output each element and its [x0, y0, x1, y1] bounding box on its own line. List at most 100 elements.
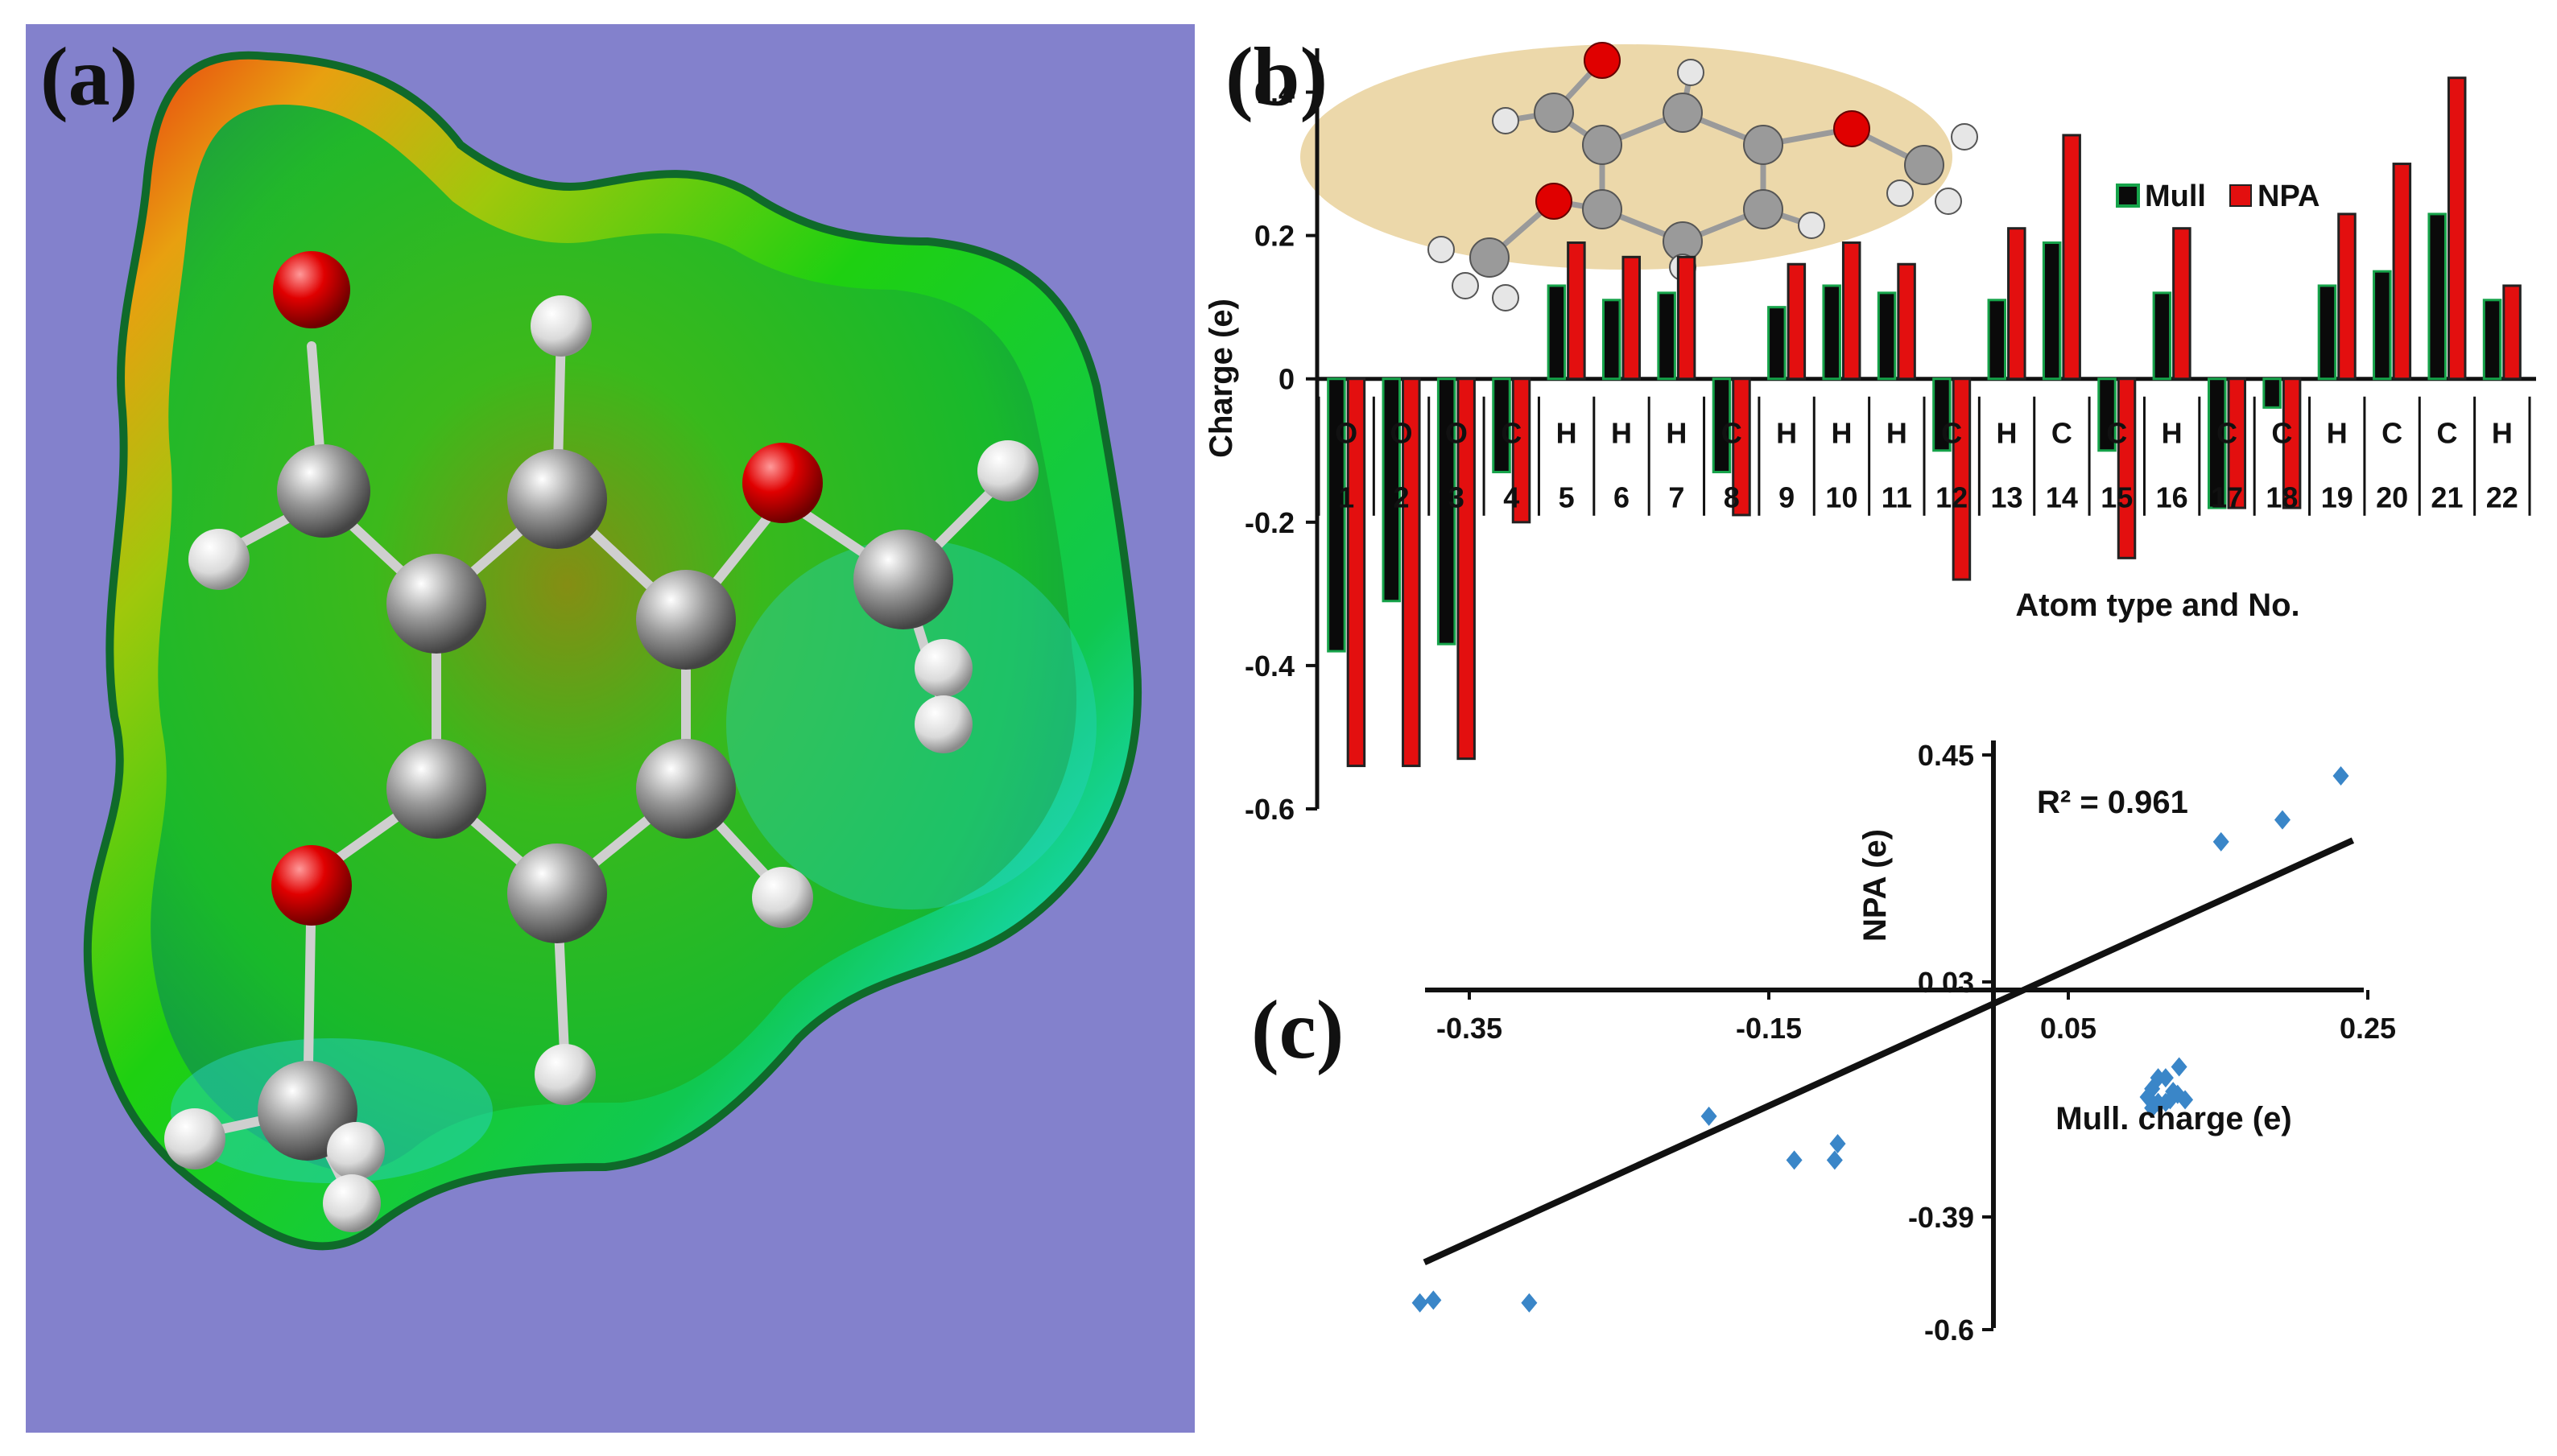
bar-npa: [2392, 163, 2412, 381]
atom-type-label: C: [2381, 417, 2402, 450]
atom-number-label: 17: [2211, 481, 2243, 514]
scatter-point: [2274, 810, 2291, 830]
bar-mull: [1712, 377, 1732, 473]
bar-mull: [1601, 299, 1621, 381]
atom-number-label: 1: [1338, 481, 1354, 514]
bar-npa: [1676, 255, 1696, 381]
bar-npa: [2447, 76, 2467, 381]
bar-mull: [2097, 377, 2117, 452]
scatter-y-tick-label: -0.39: [1908, 1201, 1974, 1234]
scatter-point: [2212, 831, 2229, 852]
bar-y-tick-label: 0.2: [1254, 220, 1295, 253]
atom-type-label: H: [1886, 417, 1907, 450]
scatter-point: [1425, 1290, 1442, 1310]
bar-npa: [1621, 255, 1642, 381]
bar-npa: [2062, 134, 2081, 381]
scatter-point: [2144, 1079, 2161, 1099]
scatter-x-axis-label: Mull. charge (e): [2055, 1101, 2291, 1136]
bar-y-tick-label: -0.2: [1245, 506, 1295, 539]
bar-mull: [1492, 377, 1511, 473]
scatter-point: [2157, 1068, 2174, 1088]
legend-swatch-npa: [2229, 184, 2252, 207]
bar-mull: [2482, 299, 2502, 381]
scatter-point: [2139, 1087, 2156, 1107]
scatter-x-tick-label: -0.15: [1736, 1012, 1802, 1045]
atom-type-label: H: [1831, 417, 1852, 450]
atom-number-label: 19: [2321, 481, 2353, 514]
bar-chart: -0.6-0.4-0.200.20.4 O1O2O3C4H5H6H7C8H9H1…: [1204, 42, 2536, 826]
atom-type-label: H: [1666, 417, 1687, 450]
bar-npa: [1402, 377, 1421, 768]
atom-number-label: 2: [1394, 481, 1410, 514]
bar-npa: [1567, 241, 1586, 381]
bar-npa: [1456, 377, 1476, 761]
atom-number-label: 11: [1882, 481, 1912, 514]
scatter-point: [1700, 1106, 1717, 1126]
scatter-point: [2171, 1057, 2187, 1077]
atom-type-label: H: [2327, 417, 2348, 450]
bar-mull: [2317, 284, 2337, 381]
bar-mull: [1436, 377, 1456, 646]
atom-number-label: 21: [2431, 481, 2463, 514]
bar-npa: [1841, 241, 1861, 381]
mep-panel: (a): [26, 24, 1195, 1433]
scatter-point: [1411, 1293, 1428, 1313]
mep-surface-image: [26, 24, 1195, 1433]
bar-npa: [1732, 377, 1751, 517]
atom-number-label: 8: [1724, 481, 1740, 514]
atom-number-label: 12: [1935, 481, 1968, 514]
atom-number-label: 10: [1825, 481, 1857, 514]
bar-mull: [1877, 291, 1897, 381]
atom-type-label: C: [1501, 417, 1522, 450]
bar-npa: [1787, 262, 1807, 381]
inset-background: [1300, 44, 1952, 270]
atom-number-label: 3: [1448, 481, 1464, 514]
bar-mull: [1327, 377, 1346, 653]
bar-y-tick-label: 0: [1278, 363, 1295, 396]
atom-number-label: 15: [2101, 481, 2133, 514]
atom-type-label: H: [1776, 417, 1797, 450]
scatter-point: [2165, 1082, 2182, 1102]
atom-type-label: C: [2436, 417, 2457, 450]
atom-type-label: H: [1556, 417, 1577, 450]
scatter-y-tick-label: -0.6: [1924, 1314, 1974, 1347]
scatter-point: [2332, 766, 2349, 786]
bar-y-tick-label: -0.6: [1245, 793, 1295, 826]
scatter-y-tick-label: 0.45: [1918, 739, 1974, 772]
legend-swatch-mull: [2116, 184, 2140, 208]
atom-number-label: 20: [2376, 481, 2408, 514]
panel-label-a: (a): [40, 31, 138, 123]
atom-number-label: 7: [1668, 481, 1684, 514]
atom-type-label: H: [1611, 417, 1632, 450]
atom-type-label: C: [1941, 417, 1962, 450]
bar-npa: [1897, 262, 1916, 381]
bar-mull: [2427, 212, 2447, 381]
bar-npa: [2502, 284, 2522, 381]
legend-label-npa: NPA: [2258, 179, 2319, 213]
bar-mull: [1822, 284, 1841, 381]
scatter-x-tick-label: 0.25: [2340, 1012, 2396, 1045]
scatter-point: [1786, 1150, 1803, 1170]
atom-number-label: 5: [1559, 481, 1575, 514]
scatter-y-tick-label: 0.03: [1918, 966, 1974, 999]
bar-npa: [1511, 377, 1531, 524]
bar-mull: [1657, 291, 1676, 381]
atom-number-label: 14: [2046, 481, 2078, 514]
panel-label-b: (b): [1225, 31, 1328, 123]
bar-npa: [2007, 227, 2026, 381]
scatter-y-axis-label: NPA (e): [1857, 829, 1893, 942]
bar-npa: [2282, 377, 2302, 509]
bar-mull: [1547, 284, 1567, 381]
bar-y-tick-label: 0.4: [1254, 76, 1295, 109]
atom-type-label: C: [2051, 417, 2072, 450]
scatter-x-tick-label: -0.35: [1436, 1012, 1502, 1045]
bar-mull: [2042, 241, 2062, 381]
bar-y-tick-label: -0.4: [1245, 650, 1295, 683]
atom-number-label: 16: [2156, 481, 2188, 514]
bar-npa: [2172, 227, 2191, 381]
r-squared-annotation: R² = 0.961: [2037, 785, 2188, 820]
atom-number-label: 6: [1613, 481, 1630, 514]
scatter-point: [1829, 1133, 1846, 1153]
